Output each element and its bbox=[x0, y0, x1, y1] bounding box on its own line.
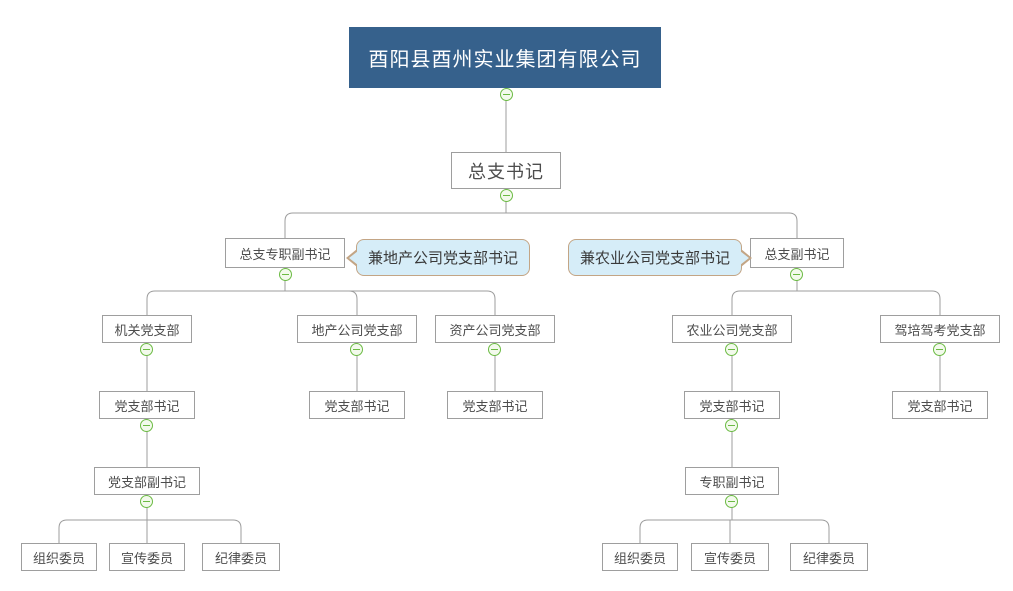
node-office-deputy-branch-secretary[interactable]: 党支部副书记 bbox=[94, 467, 200, 495]
node-asset-party-branch[interactable]: 资产公司党支部 bbox=[435, 315, 555, 343]
node-office-party-branch[interactable]: 机关党支部 bbox=[102, 315, 192, 343]
node-left-organization-member[interactable]: 组织委员 bbox=[21, 543, 97, 571]
collapse-toggle-icon[interactable] bbox=[488, 343, 501, 356]
node-asset-branch-secretary[interactable]: 党支部书记 bbox=[447, 391, 543, 419]
node-deputy-secretary[interactable]: 总支副书记 bbox=[750, 238, 844, 268]
collapse-toggle-icon[interactable] bbox=[725, 495, 738, 508]
node-agri-full-time-deputy-secretary[interactable]: 专职副书记 bbox=[685, 467, 779, 495]
collapse-toggle-icon[interactable] bbox=[140, 343, 153, 356]
node-left-discipline-member[interactable]: 纪律委员 bbox=[202, 543, 280, 571]
node-general-branch-secretary[interactable]: 总支书记 bbox=[451, 152, 561, 189]
collapse-toggle-icon[interactable] bbox=[350, 343, 363, 356]
node-company-root[interactable]: 酉阳县酉州实业集团有限公司 bbox=[349, 27, 661, 88]
collapse-toggle-icon[interactable] bbox=[279, 268, 292, 281]
node-driving-party-branch[interactable]: 驾培驾考党支部 bbox=[880, 315, 1000, 343]
node-right-discipline-member[interactable]: 纪律委员 bbox=[790, 543, 868, 571]
node-left-publicity-member[interactable]: 宣传委员 bbox=[109, 543, 185, 571]
collapse-toggle-icon[interactable] bbox=[140, 495, 153, 508]
callout-agriculture-concurrent[interactable]: 兼农业公司党支部书记 bbox=[568, 239, 752, 276]
node-real-estate-branch-secretary[interactable]: 党支部书记 bbox=[309, 391, 405, 419]
node-agriculture-branch-secretary[interactable]: 党支部书记 bbox=[684, 391, 780, 419]
callout-label: 兼地产公司党支部书记 bbox=[367, 250, 518, 267]
node-driving-branch-secretary[interactable]: 党支部书记 bbox=[892, 391, 988, 419]
collapse-toggle-icon[interactable] bbox=[140, 419, 153, 432]
collapse-toggle-icon[interactable] bbox=[933, 343, 946, 356]
node-real-estate-party-branch[interactable]: 地产公司党支部 bbox=[297, 315, 417, 343]
callout-label: 兼农业公司党支部书记 bbox=[579, 250, 730, 267]
node-agriculture-party-branch[interactable]: 农业公司党支部 bbox=[672, 315, 792, 343]
node-right-organization-member[interactable]: 组织委员 bbox=[602, 543, 678, 571]
node-full-time-deputy-secretary[interactable]: 总支专职副书记 bbox=[225, 238, 345, 268]
collapse-toggle-icon[interactable] bbox=[725, 343, 738, 356]
collapse-toggle-icon[interactable] bbox=[725, 419, 738, 432]
callout-real-estate-concurrent[interactable]: 兼地产公司党支部书记 bbox=[346, 239, 530, 276]
node-right-publicity-member[interactable]: 宣传委员 bbox=[691, 543, 769, 571]
collapse-toggle-icon[interactable] bbox=[500, 189, 513, 202]
collapse-toggle-icon[interactable] bbox=[790, 268, 803, 281]
node-office-branch-secretary[interactable]: 党支部书记 bbox=[99, 391, 195, 419]
collapse-toggle-icon[interactable] bbox=[500, 88, 513, 101]
